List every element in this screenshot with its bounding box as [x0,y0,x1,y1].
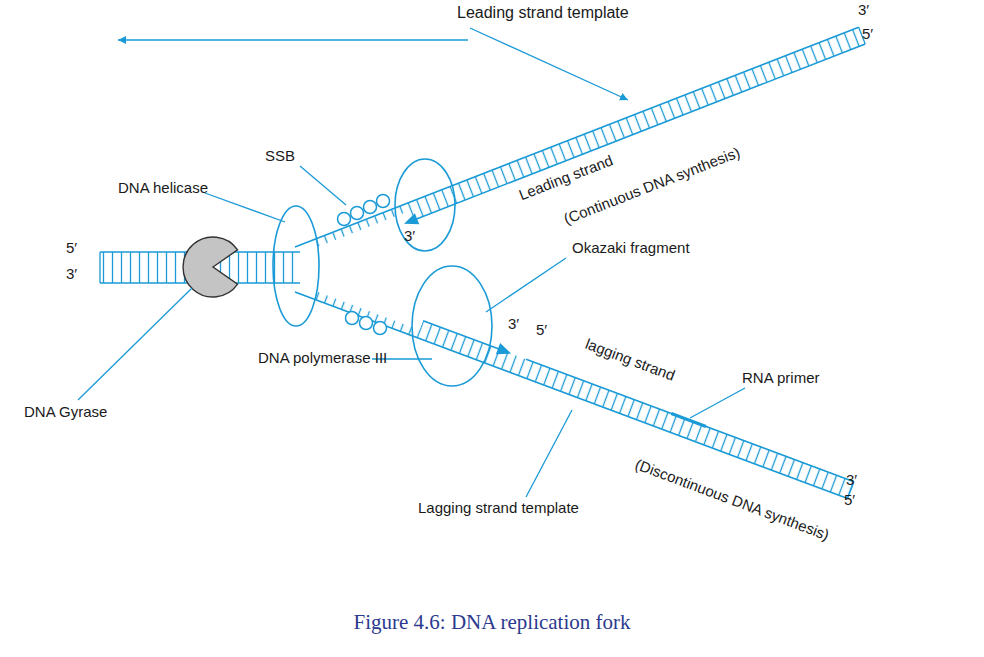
leader-line [470,28,628,100]
polymerase-ellipse [395,159,455,251]
figure-caption: Figure 4.6: DNA replication fork [353,610,630,635]
synthesis-label: (Continuous DNA synthesis) [562,144,743,228]
part-label: Lagging strand template [418,500,579,517]
ssb-protein [377,195,390,208]
end-label: 3′ [66,266,77,283]
part-label: RNA primer [742,370,820,387]
helicase-ellipse [273,206,319,326]
ssb-protein [364,201,377,214]
ssb-protein [351,207,364,220]
leader-line [300,166,346,205]
single-strand-bases [314,292,420,338]
leader-line [486,258,566,312]
part-label: DNA Gyrase [24,404,107,421]
ssb-protein [338,213,351,226]
ssb-protein [374,322,387,335]
end-label: 5′ [536,322,547,339]
end-label: 5′ [862,26,873,43]
leader-line [690,388,745,418]
leader-line [205,193,285,222]
ssb-protein [346,312,359,325]
leader-line [78,288,192,400]
lagging-new-strand [526,359,854,482]
synthesis-arrowhead [496,343,513,359]
end-label: 3′ [404,228,415,245]
part-label: Leading strand template [457,4,629,22]
part-label: DNA helicase [118,180,208,197]
end-label: 5′ [844,492,855,509]
synthesis-arrowhead [402,213,419,229]
part-label: Okazaki fragment [572,240,690,257]
part-label: SSB [265,148,295,165]
rna-primer-segment [671,413,706,426]
end-label: 3′ [846,472,857,489]
ssb-protein [360,317,373,330]
fork-direction-arrow [118,39,468,41]
lagging-strand-band [295,270,856,499]
leader-lines [78,28,745,497]
ssb-proteins [338,195,390,335]
leader-line [526,410,572,497]
polymerase-ellipse [412,266,492,386]
end-label: 3′ [858,2,869,19]
end-label: 5′ [66,240,77,257]
leading-strand-band [295,27,867,269]
end-label: 3′ [508,316,519,333]
part-label: DNA polymerase III [258,350,387,367]
duplex-end [99,252,100,283]
strand-label: lagging strand [583,336,677,384]
single-strand-bases [314,204,408,247]
